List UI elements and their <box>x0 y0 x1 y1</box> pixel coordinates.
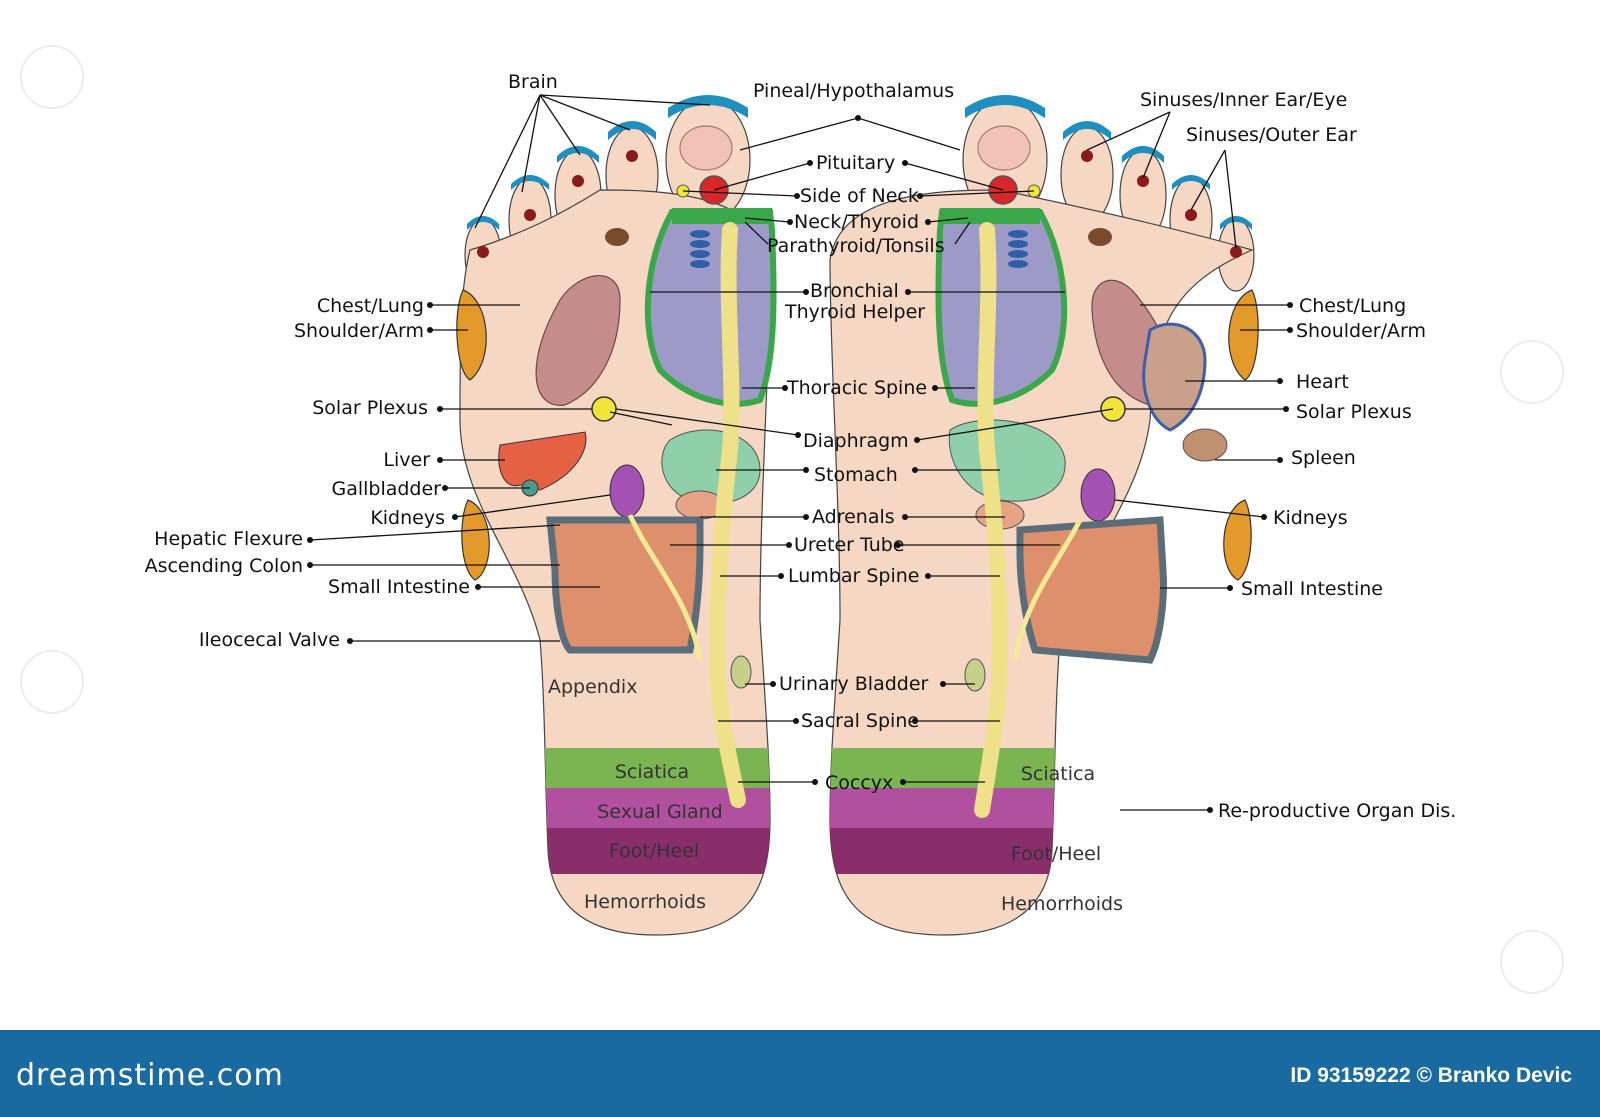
adrenals-label: Adrenals <box>812 506 895 528</box>
watermark-icon <box>1500 340 1564 404</box>
diaphragm-label: Diaphragm <box>803 430 909 452</box>
leader-dots <box>307 115 1293 813</box>
right-kidney-icon <box>1080 468 1116 522</box>
kidneys-right-label: Kidneys <box>1273 507 1348 529</box>
spleen-label: Spleen <box>1291 447 1356 469</box>
right-brain-icon <box>977 125 1031 171</box>
thoracic-spine-label: Thoracic Spine <box>786 377 927 399</box>
right-neck-band <box>940 208 1040 224</box>
image-credit: ID 93159222 © Branko Devic <box>1290 1064 1572 1087</box>
left-solar-plexus-icon <box>591 396 617 422</box>
right-bladder-icon <box>964 658 986 692</box>
right-colon-icon <box>1016 516 1167 664</box>
liver-label: Liver <box>383 449 430 471</box>
pineal-label: Pineal/Hypothalamus <box>753 80 954 102</box>
solar-plexus-left-label: Solar Plexus <box>312 397 428 419</box>
solar-plexus-right-label: Solar Plexus <box>1296 401 1412 423</box>
hepatic-label: Hepatic Flexure <box>154 528 303 550</box>
left-liver-icon <box>498 431 587 491</box>
stomach-label: Stomach <box>814 464 898 486</box>
right-heart-icon <box>1142 322 1207 432</box>
left-eye-icon <box>605 228 629 246</box>
right-stomach-icon <box>948 419 1066 502</box>
watermark-icon <box>1500 930 1564 994</box>
shoulder-arm-left-label: Shoulder/Arm <box>294 320 424 342</box>
footer-bar: dreamstime.com ID 93159222 © Branko Devi… <box>0 1030 1600 1117</box>
left-kidney-icon <box>609 464 645 518</box>
small-intestine-left-label: Small Intestine <box>328 576 470 598</box>
neck-thyroid-label: Neck/Thyroid <box>794 211 919 233</box>
left-spine-icon <box>709 222 746 808</box>
left-hemorrhoids-label: Hemorrhoids <box>584 891 706 913</box>
sinuses-inner-label: Sinuses/Inner Ear/Eye <box>1140 89 1347 111</box>
kidneys-left-label: Kidneys <box>370 507 445 529</box>
sacral-label: Sacral Spine <box>801 710 919 732</box>
right-spleen-icon <box>1182 428 1228 462</box>
shoulder-arm-right-label: Shoulder/Arm <box>1296 320 1426 342</box>
leader-lines <box>309 94 1290 811</box>
left-neck-band <box>672 208 772 224</box>
right-sexual-gland-band <box>830 788 1100 828</box>
side-neck-label: Side of Neck <box>800 185 919 207</box>
right-foot-heel-label: Foot/Heel <box>1011 843 1101 865</box>
watermark-icon <box>20 45 84 109</box>
brain-label: Brain <box>508 71 558 93</box>
urinary-label: Urinary Bladder <box>779 673 929 695</box>
chest-lung-left-label: Chest/Lung <box>317 295 424 317</box>
brand-logo: dreamstime.com <box>16 1058 284 1093</box>
ascending-label: Ascending Colon <box>145 555 303 577</box>
right-shoulder-lower-icon <box>1223 499 1252 581</box>
bronchial-label: Bronchial <box>810 280 899 302</box>
left-brain-icon <box>679 125 733 171</box>
left-sexual-gland-label: Sexual Gland <box>597 801 722 823</box>
appendix-label: Appendix <box>548 676 637 698</box>
right-foot: Sciatica Foot/Heel Hemorrhoids <box>829 95 1259 936</box>
coccyx-label: Coccyx <box>825 772 893 794</box>
ileocecal-label: Ileocecal Valve <box>199 629 340 651</box>
left-parathyroid-icon <box>690 230 710 268</box>
left-toe-dots <box>477 150 638 258</box>
right-toe-dots <box>1081 150 1242 258</box>
left-sciatica-label: Sciatica <box>615 761 689 783</box>
right-eye-icon <box>1088 228 1112 246</box>
right-ureter-icon <box>1012 518 1083 661</box>
left-lung-icon <box>535 275 621 406</box>
sinuses-outer-label: Sinuses/Outer Ear <box>1186 124 1357 146</box>
left-foot: Sciatica Sexual Gland Foot/Heel Hemorrho… <box>456 95 777 936</box>
thyroid-helper-label: Thyroid Helper <box>784 301 925 323</box>
foot-reflexology-diagram: Sciatica Sexual Gland Foot/Heel Hemorrho… <box>145 71 1457 936</box>
right-sciatica-label: Sciatica <box>1021 763 1095 785</box>
heart-label: Heart <box>1296 371 1349 393</box>
left-ureter-icon <box>627 513 703 661</box>
left-colon-icon <box>546 516 704 654</box>
reproductive-label: Re-productive Organ Dis. <box>1218 800 1456 822</box>
left-thyroid-zone <box>644 209 777 407</box>
left-shoulder-lower-icon <box>461 499 490 581</box>
gallbladder-label: Gallbladder <box>331 478 441 500</box>
small-intestine-right-label: Small Intestine <box>1241 578 1383 600</box>
parathyroid-label: Parathyroid/Tonsils <box>767 235 945 257</box>
lumbar-label: Lumbar Spine <box>788 565 920 587</box>
ureter-label: Ureter Tube <box>794 534 905 556</box>
right-shoulder-icon <box>1228 289 1259 381</box>
pituitary-label: Pituitary <box>816 152 895 174</box>
chest-lung-right-label: Chest/Lung <box>1299 295 1406 317</box>
right-spine-icon <box>974 222 1008 818</box>
right-hemorrhoids-label: Hemorrhoids <box>1001 893 1123 915</box>
left-bladder-icon <box>730 655 752 689</box>
left-shoulder-icon <box>456 289 487 381</box>
labels: Brain Pineal/Hypothalamus Pituitary Side… <box>145 71 1457 822</box>
right-parathyroid-icon <box>1008 230 1028 268</box>
left-foot-heel-label: Foot/Heel <box>609 840 699 862</box>
watermark-icon <box>20 650 84 714</box>
